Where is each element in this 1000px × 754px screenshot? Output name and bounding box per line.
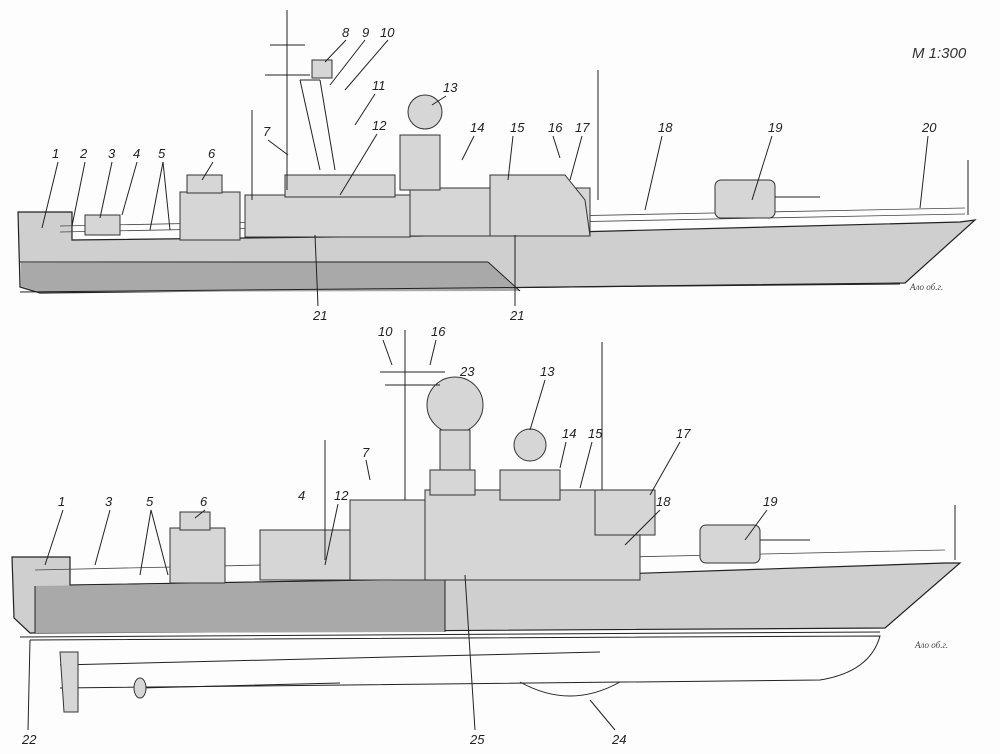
callout-8: 8: [342, 25, 350, 40]
bottom-main-gun: [699, 524, 761, 564]
top-callouts: 1 2 3 4 5 6 7 8 9 10 11 12 13 14 15 16 1…: [52, 25, 937, 323]
bottom-leader-lines: [27, 339, 768, 731]
top-signature: Ало об.г.: [909, 282, 943, 292]
callout-b16: 16: [431, 324, 446, 339]
top-underwater-band: [21, 262, 520, 292]
callout-1: 1: [52, 146, 59, 161]
callout-b24: 24: [611, 732, 626, 747]
callout-21b: 21: [509, 308, 524, 323]
callout-4: 4: [133, 146, 140, 161]
bottom-callouts: 1 3 5 6 4 12 7 10 16 23 13 14 15 17 18 1…: [21, 324, 777, 747]
callout-b15: 15: [588, 426, 603, 441]
top-radar-dome: [407, 94, 443, 130]
propeller: [133, 677, 147, 699]
callout-15: 15: [510, 120, 525, 135]
top-gun-turret-aft: [179, 191, 241, 241]
callout-2: 2: [79, 146, 88, 161]
callout-20: 20: [921, 120, 937, 135]
scale-label: M 1:300: [912, 45, 967, 62]
top-ship: Ало об.г. 1 2 3 4 5 6 7 8 9 10 11 12 13 …: [17, 10, 977, 323]
propeller-shaft: [139, 682, 341, 689]
top-main-gun: [714, 179, 776, 219]
callout-b14: 14: [562, 426, 576, 441]
callout-b12: 12: [334, 488, 349, 503]
bottom-dark-band: [35, 580, 445, 633]
top-keel-line: [19, 283, 901, 293]
callout-b22: 22: [21, 732, 37, 747]
bottom-signature: Ало об.г.: [914, 640, 948, 650]
callout-3: 3: [108, 146, 116, 161]
callout-b13: 13: [540, 364, 555, 379]
top-aft-superstructure: [244, 194, 411, 238]
callout-18: 18: [658, 120, 673, 135]
sonar-dome: [519, 681, 621, 697]
callout-b3: 3: [105, 494, 113, 509]
callout-14: 14: [470, 120, 484, 135]
callout-7: 7: [263, 124, 271, 139]
callout-b10: 10: [378, 324, 393, 339]
callout-b1: 1: [58, 494, 65, 509]
callout-21a: 21: [312, 308, 327, 323]
callout-13: 13: [443, 80, 458, 95]
callout-10: 10: [380, 25, 395, 40]
callout-b19: 19: [763, 494, 777, 509]
callout-b6: 6: [200, 494, 208, 509]
rudder: [59, 651, 79, 713]
callout-b17: 17: [676, 426, 691, 441]
callout-6: 6: [208, 146, 216, 161]
callout-b5: 5: [146, 494, 154, 509]
callout-b23: 23: [459, 364, 475, 379]
callout-12: 12: [372, 118, 387, 133]
callout-9: 9: [362, 25, 369, 40]
callout-17: 17: [575, 120, 590, 135]
top-leader-lines: [41, 39, 929, 307]
callout-11: 11: [372, 78, 386, 93]
bottom-ship: Ало об.г. 1 3 5 6 4 12 7 10 16 23 13 14 …: [11, 324, 962, 747]
callout-16: 16: [548, 120, 563, 135]
callout-19: 19: [768, 120, 782, 135]
callout-b18: 18: [656, 494, 671, 509]
callout-b7: 7: [362, 445, 370, 460]
callout-b4: 4: [298, 488, 305, 503]
callout-5: 5: [158, 146, 166, 161]
callout-b25: 25: [469, 732, 485, 747]
underwater-hull-outline: [29, 635, 881, 689]
